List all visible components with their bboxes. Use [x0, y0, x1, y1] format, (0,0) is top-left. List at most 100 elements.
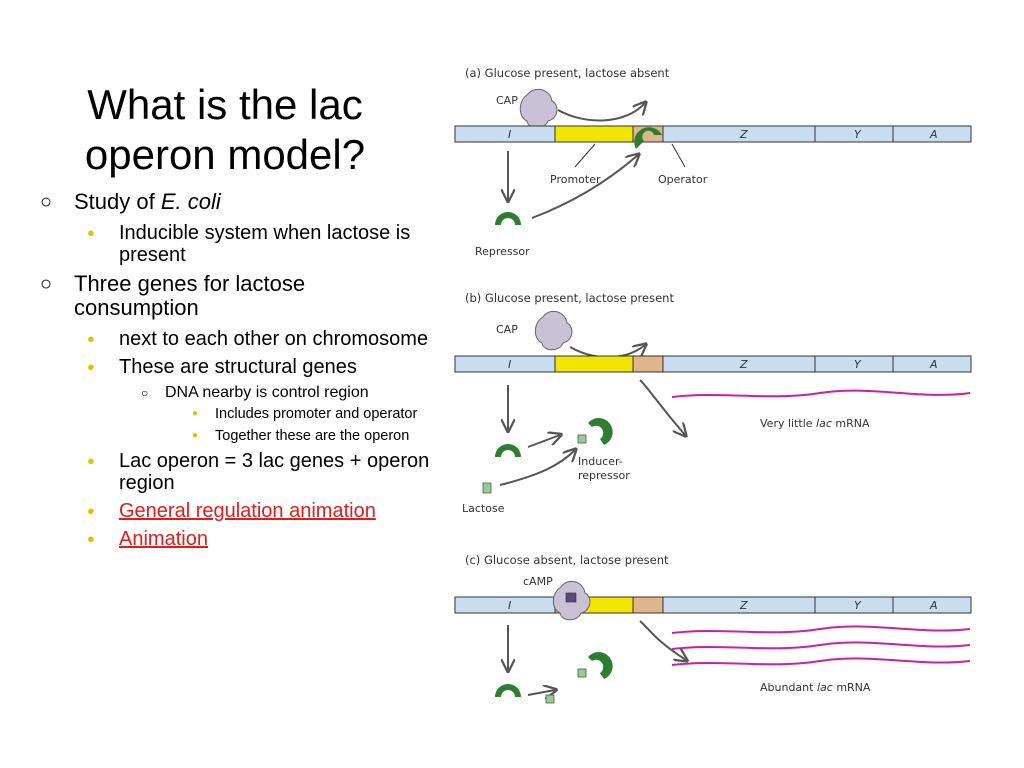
dot-bullet-icon: ●	[87, 359, 95, 374]
outline-text: Together these are the operon	[215, 428, 410, 444]
outline-item: ● next to each other on chromosome	[40, 328, 430, 350]
lactose-bound-icon	[577, 434, 587, 444]
repressor-icon	[495, 684, 521, 697]
cap-protein-icon	[534, 310, 573, 351]
outline-text: Lac operon = 3 lac genes + operon region	[119, 450, 430, 494]
outline-item: ● General regulation animation	[40, 500, 430, 522]
outline-item: ○ Study of E. coli	[40, 190, 430, 214]
panel-a-caption: (a) Glucose present, lactose absent	[465, 66, 670, 80]
promoter-region	[554, 355, 634, 373]
mrna-strand	[671, 625, 971, 634]
gene-z-label: Z	[739, 128, 748, 141]
outline-emphasis: E. coli	[160, 189, 221, 214]
gene-z-label: Z	[739, 358, 748, 371]
repressor-binding-arrow	[527, 690, 555, 695]
gene-y-label: Y	[854, 358, 862, 371]
outline-text: Study of	[74, 189, 161, 214]
inducer-repressor-label-2: repressor	[578, 469, 630, 482]
gene-z-label: Z	[739, 599, 748, 612]
dot-bullet-icon: ●	[87, 503, 95, 518]
lac-operon-diagram: (a) Glucose present, lactose absent CAP …	[454, 66, 972, 704]
outline-item: ● Lac operon = 3 lac genes + operon regi…	[40, 450, 430, 494]
repressor-icon	[495, 444, 521, 457]
mrna-strand	[671, 641, 971, 650]
cap-label: CAP	[496, 323, 518, 336]
camp-label: cAMP	[523, 575, 553, 588]
gene-y-label: Y	[854, 599, 862, 612]
dot-bullet-icon: ●	[87, 531, 95, 546]
bound-repressor-icon	[634, 127, 662, 149]
outline-text: next to each other on chromosome	[119, 328, 429, 350]
repressor-binding-arrow	[527, 435, 560, 448]
cap-arrow	[569, 345, 645, 359]
panel-c: (c) Glucose absent, lactose present cAMP…	[454, 553, 972, 704]
panel-b: (b) Glucose present, lactose present CAP…	[454, 291, 972, 515]
outline-text: DNA nearby is control region	[165, 384, 369, 401]
promoter-pointer	[574, 143, 596, 168]
circle-bullet-icon: ○	[40, 191, 53, 213]
repressor-icon	[495, 212, 521, 225]
outline-text: Includes promoter and operator	[215, 406, 418, 422]
inducer-repressor-icon	[588, 418, 613, 445]
gene-i-label: I	[508, 358, 511, 371]
bullet-outline: ○ Study of E. coli ● Inducible system wh…	[40, 190, 430, 556]
gene-y-label: Y	[854, 128, 862, 141]
lactose-bound-icon	[577, 668, 587, 678]
outline-item: ● Inducible system when lactose is prese…	[40, 222, 430, 266]
outline-item: ● Includes promoter and operator	[40, 406, 430, 422]
panel-c-caption: (c) Glucose absent, lactose present	[465, 553, 669, 567]
dot-bullet-icon: ●	[192, 430, 199, 441]
repressor-label: Repressor	[475, 245, 530, 258]
promoter-label: Promoter	[550, 173, 601, 186]
outline-text: Three genes for lactose consumption	[74, 271, 306, 320]
animation-link[interactable]: Animation	[119, 528, 208, 550]
operon-dna-bar: I Z Y A	[454, 596, 972, 614]
operator-pointer	[671, 143, 686, 168]
circle-bullet-icon: ○	[40, 273, 53, 295]
dot-bullet-icon: ●	[87, 225, 95, 240]
mrna-label: Abundant lac mRNA	[760, 681, 871, 694]
mrna-label: Very little lac mRNA	[760, 417, 870, 430]
operon-dna-bar: I Z Y A	[454, 355, 972, 373]
gene-i-label: I	[508, 128, 511, 141]
transcription-arrow	[639, 620, 686, 660]
mrna-strand	[671, 657, 971, 666]
general-regulation-animation-link[interactable]: General regulation animation	[119, 500, 376, 522]
cap-arrow	[557, 103, 645, 122]
operator-region	[632, 355, 664, 373]
gene-a-label: A	[929, 599, 938, 612]
outline-text: These are structural genes	[119, 356, 357, 378]
camp-icon	[565, 592, 577, 603]
transcription-arrow	[639, 379, 685, 435]
operator-label: Operator	[658, 173, 708, 186]
gene-a-label: A	[929, 128, 938, 141]
outline-text: Inducible system when lactose is present	[119, 222, 411, 266]
cap-protein-icon	[519, 88, 558, 129]
inducer-repressor-label-1: Inducer-	[578, 455, 623, 468]
repressor-to-operator-arrow	[531, 155, 638, 219]
panel-b-caption: (b) Glucose present, lactose present	[465, 291, 674, 305]
outline-item: ● These are structural genes	[40, 356, 430, 378]
lactose-binding-arrow	[499, 450, 575, 486]
mrna-strand	[671, 389, 971, 398]
outline-item: ● Animation	[40, 528, 430, 550]
inducer-repressor-icon	[588, 652, 613, 679]
dot-bullet-icon: ●	[192, 408, 199, 419]
operon-dna-bar: I Z Y A	[454, 125, 972, 143]
outline-item: ○ Three genes for lactose consumption	[40, 272, 430, 320]
cap-label: CAP	[496, 94, 518, 107]
promoter-region	[554, 125, 634, 143]
gene-a-label: A	[929, 358, 938, 371]
outline-item: ● Together these are the operon	[40, 428, 430, 444]
lactose-icon	[482, 482, 492, 494]
slide-title: What is the lac operon model?	[84, 81, 366, 179]
outline-item: ○ DNA nearby is control region	[40, 384, 430, 402]
circle-bullet-icon: ○	[141, 386, 149, 400]
operator-region	[632, 596, 664, 614]
dot-bullet-icon: ●	[87, 453, 95, 468]
gene-i-label: I	[508, 599, 511, 612]
lactose-label: Lactose	[462, 502, 505, 515]
dot-bullet-icon: ●	[87, 331, 95, 346]
panel-a: (a) Glucose present, lactose absent CAP …	[454, 66, 972, 258]
lactose-icon	[545, 694, 555, 704]
